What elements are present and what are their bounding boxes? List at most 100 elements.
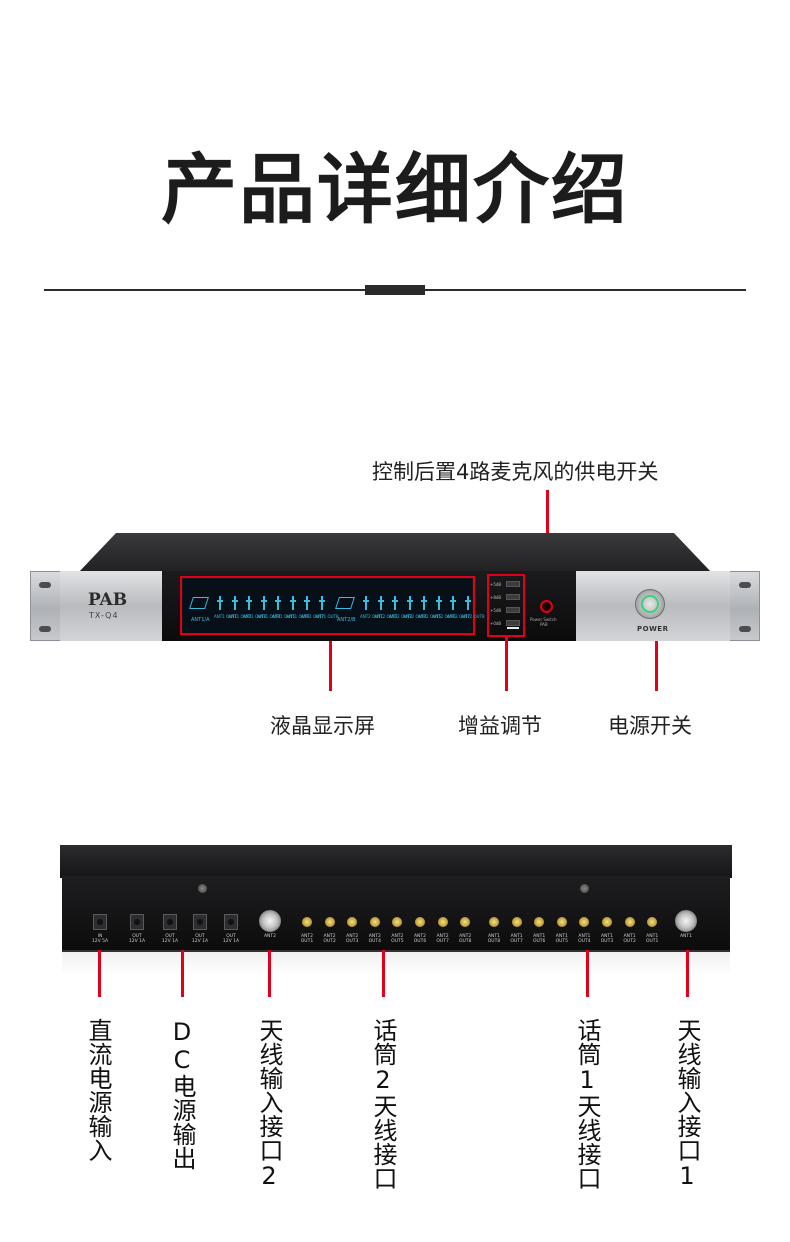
sma-connector-ant2[interactable]: [392, 917, 403, 927]
lcd-channel-bar: [304, 596, 310, 610]
lcd-channel-label: ANT1 OUT3: [243, 614, 267, 619]
power-switch-sub: PAB: [540, 622, 548, 627]
dc-port-spec: 12V 1A: [128, 939, 146, 944]
sma-connector-ant2[interactable]: [324, 917, 335, 927]
lcd-channel-bar: [464, 596, 471, 610]
callout-mic2-antenna: 话筒2天线接口: [369, 1018, 397, 1190]
ant2-input-label: ANT2: [263, 934, 277, 939]
ant1-output-label: ANT1 OUT6: [532, 934, 546, 944]
lcd-channel-bar: [406, 596, 413, 610]
sma-connector-ant1[interactable]: [556, 917, 567, 927]
dc-input-jack[interactable]: [93, 914, 107, 930]
ant1-output-label: ANT1 OUT7: [510, 934, 523, 944]
gain-button[interactable]: [506, 620, 520, 626]
mic-power-switch-button[interactable]: [540, 600, 553, 613]
ant1-output-label: ANT1 OUT2: [623, 934, 636, 944]
sma-connector-ant1[interactable]: [602, 917, 612, 927]
brand-logo: PAB: [88, 590, 128, 610]
page-title: 产品详细介绍: [161, 145, 629, 234]
callout-line-dc-in: [98, 950, 101, 997]
sma-connector-ant2[interactable]: [302, 917, 312, 927]
lcd-channel-bar: [275, 596, 281, 610]
lcd-channel-bar: [392, 596, 398, 610]
rear-chassis-top: [60, 845, 732, 878]
dc-port-name: OUT: [195, 934, 205, 939]
lcd-channel-bar: [450, 596, 456, 610]
lcd-channel-bar: [421, 596, 427, 610]
power-label: POWER: [637, 625, 669, 633]
screw-icon: [198, 884, 207, 893]
screw-icon: [580, 884, 589, 893]
lcd-channel-label: ANT2 OUT3: [389, 614, 413, 619]
ant1-output-label: ANT1 OUT5: [555, 934, 569, 944]
lcd-channel-label: ANT1 OUT1: [214, 614, 238, 619]
callout-line-mic2: [382, 950, 385, 997]
dc-port-name: OUT: [165, 934, 175, 939]
title-divider-block: [365, 285, 425, 295]
lcd-channel-label: ANT2 OUT8: [461, 614, 485, 619]
lcd-channel-label: ANT2 OUT1: [360, 614, 384, 619]
ant1-input-connector[interactable]: [675, 910, 697, 932]
gain-indicator: [507, 627, 519, 629]
sma-connector-ant2[interactable]: [437, 917, 448, 927]
lcd-channel-bar: [318, 596, 325, 610]
lcd-channel-bar: [289, 596, 296, 610]
lcd-channel-label: ANT1 OUT7: [301, 614, 325, 619]
callout-mic-power-switch: 控制后置4路麦克风的供电开关: [372, 460, 659, 484]
lcd-highlight-box: [180, 576, 475, 635]
sma-connector-ant1[interactable]: [511, 917, 522, 927]
callout-lcd: 液晶显示屏: [270, 714, 375, 738]
lcd-channel-label: ANT1 OUT6: [286, 614, 310, 619]
sma-connector-ant2[interactable]: [460, 917, 471, 927]
callout-dc-out: DC电源输出: [168, 1018, 196, 1170]
ant2-output-label: ANT2 OUT3: [345, 934, 359, 944]
lcd-channel-bar: [260, 596, 267, 610]
front-brushed-left: [60, 571, 162, 641]
ant2-output-label: ANT2 OUT1: [300, 934, 314, 944]
sma-connector-ant1[interactable]: [624, 917, 635, 927]
callout-mic1-antenna: 话筒1天线接口: [573, 1018, 601, 1190]
callout-line-dc-out: [181, 950, 184, 997]
ant2-input-connector[interactable]: [259, 910, 281, 932]
sma-connector-ant1[interactable]: [647, 917, 658, 927]
sma-connector-ant1[interactable]: [579, 917, 590, 927]
lcd-channel-bar: [435, 596, 442, 610]
dc-output-jack[interactable]: [163, 914, 177, 930]
dc-port-spec: 12V 5A: [91, 939, 109, 944]
dc-output-jack[interactable]: [224, 914, 238, 930]
sma-connector-ant2[interactable]: [415, 917, 425, 927]
callout-line-mic1: [586, 950, 589, 997]
lcd-channel-bar: [217, 596, 223, 610]
lcd-channel-bar: [246, 596, 252, 610]
lcd-channel-bar: [363, 596, 369, 610]
gain-button[interactable]: [506, 594, 520, 600]
sma-connector-ant1[interactable]: [534, 917, 545, 927]
callout-line-ant1: [686, 950, 689, 997]
dc-port-name: IN: [97, 934, 103, 939]
lcd-channel-label: ANT1 OUT2: [228, 614, 252, 619]
rack-hole: [739, 626, 751, 632]
gain-button[interactable]: [506, 581, 520, 587]
lcd-ant-label: ANT2/B: [337, 617, 356, 623]
ant1-output-label: ANT1 OUT4: [578, 934, 591, 944]
callout-gain: 增益调节: [458, 714, 542, 738]
lcd-channel-bar: [231, 596, 238, 610]
dc-output-jack[interactable]: [130, 914, 144, 930]
callout-line-ant2: [268, 950, 271, 997]
lcd-channel-label: ANT2 OUT2: [374, 614, 398, 619]
lcd-channel-label: ANT1 OUT8: [315, 614, 339, 619]
sma-connector-ant2[interactable]: [369, 917, 380, 927]
ant2-output-label: ANT2 OUT4: [368, 934, 382, 944]
ant2-output-label: ANT2 OUT2: [323, 934, 336, 944]
ant2-output-label: ANT2 OUT7: [436, 934, 449, 944]
sma-connector-ant1[interactable]: [489, 917, 499, 927]
callout-ant2-input: 天线输入接口2: [255, 1018, 283, 1190]
lcd-channel-label: ANT1 OUT4: [257, 614, 281, 619]
gain-button[interactable]: [506, 607, 520, 613]
ant1-input-label: ANT1: [679, 934, 693, 939]
dc-port-spec: 12V 1A: [222, 939, 240, 944]
dc-output-jack[interactable]: [193, 914, 207, 930]
callout-ant1-input: 天线输入接口1: [673, 1018, 701, 1190]
power-ring-icon: [641, 595, 659, 613]
sma-connector-ant2[interactable]: [347, 917, 358, 927]
